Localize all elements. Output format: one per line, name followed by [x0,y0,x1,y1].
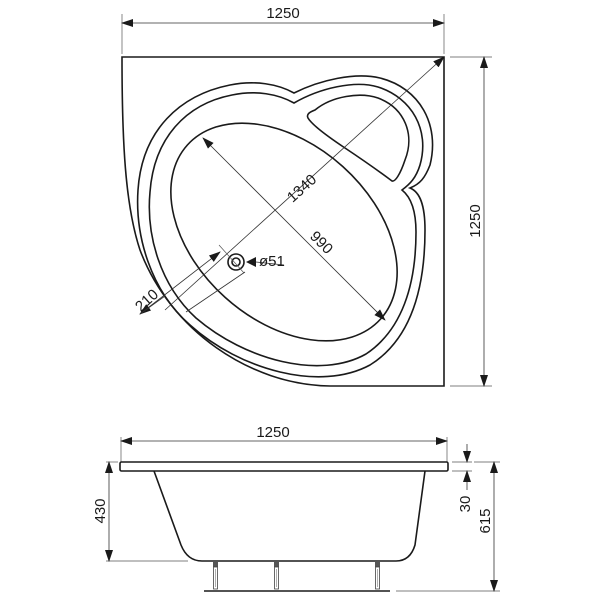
drain-label: ø51 [259,253,285,270]
depth-label: 430 [92,498,109,523]
leg-right [375,562,380,590]
support-legs [204,562,390,592]
bowl-dimension-line [202,137,386,321]
top-height-label: 1250 [467,204,484,237]
drain: ø51 [227,253,285,271]
drain-inner-icon [231,257,241,267]
rim-leader [139,295,166,315]
rim-label: 210 [132,286,162,315]
tub-deck-outline [121,56,445,387]
top-width-label: 1250 [266,5,299,22]
tub-rim [119,461,449,472]
leg-left [213,562,218,590]
inner-bowl [170,122,398,342]
drain-pointer-arrow [246,257,256,267]
leg-middle [274,562,279,590]
rim-dimension-line-1 [139,251,221,315]
total-height-label: 615 [477,508,494,533]
diagonal-label: 1340 [284,171,320,206]
top-view: 1250 1250 1340 990 ø51 [121,5,492,387]
bowl-label: 990 [306,228,336,258]
rim-inner-line [148,83,424,367]
drain-outer-icon [227,253,245,271]
side-width-label: 1250 [256,424,289,441]
seat-recess [306,94,410,182]
rim-ext-inner [218,244,245,274]
side-view: 1250 43 [92,424,500,592]
tub-body [153,470,426,562]
drain-leader [255,261,285,266]
rim-outer-line [136,75,434,378]
rim-dimension-line-2 [185,271,246,313]
rim-thickness-label: 30 [457,496,474,513]
